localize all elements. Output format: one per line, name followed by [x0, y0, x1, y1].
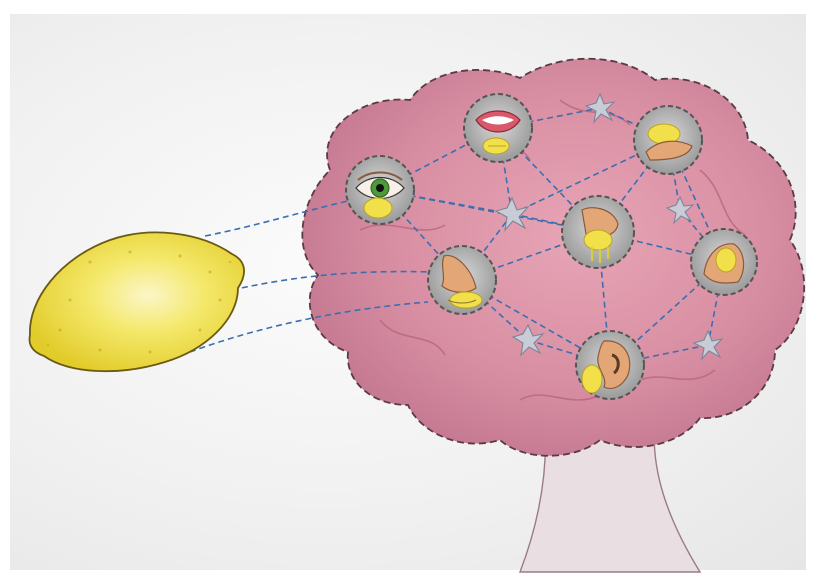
touch-hand-icon	[634, 106, 702, 174]
hearing-ear-icon	[576, 331, 644, 399]
taste-mouth-icon	[464, 94, 532, 162]
grip-hand-icon	[691, 229, 757, 295]
sight-eye-icon	[346, 156, 414, 224]
smell-nose-icon	[428, 246, 496, 314]
hand-lemon-icon	[562, 196, 634, 268]
lemon-icon	[30, 232, 245, 371]
